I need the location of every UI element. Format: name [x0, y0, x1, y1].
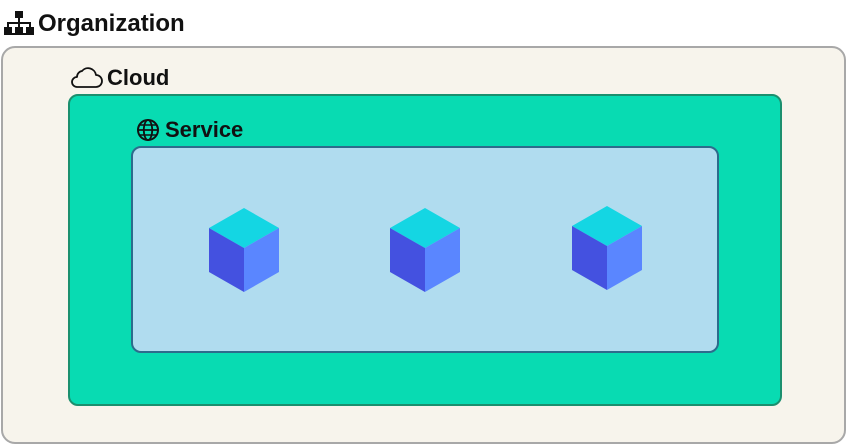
service-title: Service	[165, 117, 244, 142]
organization-title: Organization	[38, 10, 185, 37]
cloud-title: Cloud	[107, 65, 170, 90]
cloud-icon	[69, 64, 105, 92]
cloud-header: Cloud	[69, 63, 169, 93]
cube-icon	[568, 204, 646, 292]
globe-icon	[135, 116, 163, 144]
cube-icon	[205, 206, 283, 294]
service-header: Service	[135, 115, 243, 145]
org-chart-icon	[2, 9, 36, 39]
organization-header: Organization	[2, 9, 185, 39]
cube-icon	[386, 206, 464, 294]
